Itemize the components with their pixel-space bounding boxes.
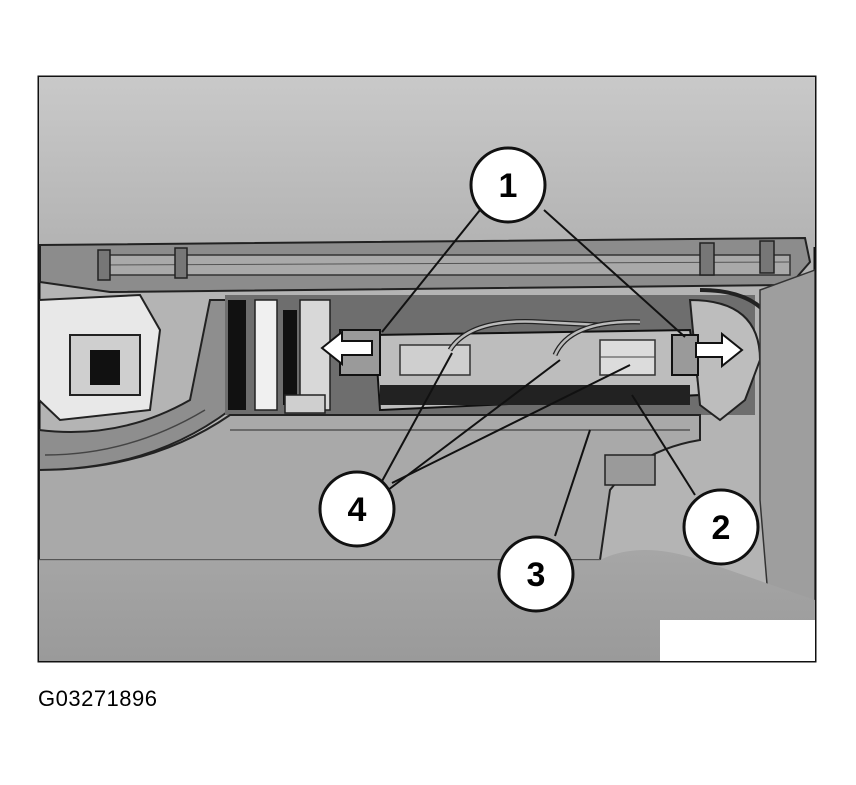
figure-id: G03271896 — [38, 686, 158, 711]
control-module — [373, 319, 702, 412]
release-arrow-left-icon — [320, 329, 373, 367]
callout-4-label: 4 — [348, 491, 367, 529]
glovebox-top-rail — [39, 236, 812, 294]
callout-4: 4 — [318, 470, 396, 548]
release-arrow-right-icon — [695, 331, 744, 369]
callout-3-label: 3 — [527, 556, 546, 594]
callout-1: 1 — [469, 146, 547, 224]
callout-2-label: 2 — [712, 509, 731, 547]
callout-1-label: 1 — [499, 167, 518, 205]
label-blank-area — [660, 620, 815, 661]
dashboard-upper-surface — [39, 77, 815, 247]
right-retaining-clip — [671, 334, 699, 376]
callout-2: 2 — [682, 488, 760, 566]
leader-lines — [374, 209, 696, 537]
callout-3: 3 — [497, 535, 575, 613]
